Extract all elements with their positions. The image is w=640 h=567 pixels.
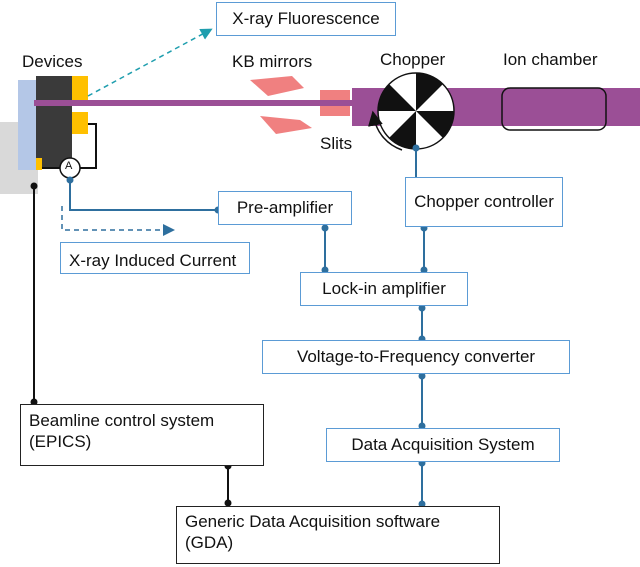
- chopper-label: Chopper: [380, 50, 446, 69]
- xrf-arrow: [87, 28, 213, 97]
- node-dot: [420, 266, 428, 274]
- node-dot: [321, 224, 329, 232]
- xray-fluorescence-box: X-ray Fluorescence: [216, 2, 396, 36]
- voltage-to-frequency-box: Voltage-to-Frequency converter: [262, 340, 570, 374]
- node-dot: [418, 422, 426, 430]
- chopper-rotation-arrow: [368, 110, 403, 151]
- lock-in-amplifier-box: Lock-in amplifier: [300, 272, 468, 306]
- devices-label: Devices: [22, 52, 83, 71]
- device-dark-body: [36, 76, 72, 168]
- data-acquisition-system-box: Data Acquisition System: [326, 428, 560, 462]
- chopper-controller-box: Chopper controller: [405, 177, 563, 227]
- slit-upper: [320, 90, 350, 100]
- ammeter-wire-right: [80, 123, 97, 169]
- slit-lower: [320, 106, 350, 116]
- xray-induced-current-box: X-ray Induced Current: [60, 242, 250, 274]
- node-dot: [412, 144, 420, 152]
- device-yellow-contact: [36, 158, 42, 170]
- gda-box: Generic Data Acquisition software (GDA): [176, 506, 500, 564]
- node-dot: [418, 500, 426, 508]
- kb-mirrors-label: KB mirrors: [232, 52, 313, 71]
- node-dot: [30, 182, 38, 190]
- node-dot: [66, 176, 74, 184]
- node-dot: [321, 266, 329, 274]
- ion-chamber-label: Ion chamber: [503, 50, 598, 69]
- node-dot: [30, 398, 38, 406]
- beamline-control-system-box: Beamline control system (EPICS): [20, 404, 264, 466]
- node-dot: [418, 304, 426, 312]
- kb-mirror-upper: [250, 76, 304, 96]
- ammeter-label: A: [65, 160, 73, 172]
- slits-label: Slits: [320, 134, 353, 153]
- device-yellow-bottom: [72, 112, 88, 134]
- device-blue-plate: [18, 80, 36, 170]
- node-dot: [418, 372, 426, 380]
- node-dot: [224, 499, 232, 507]
- kb-mirror-lower: [260, 116, 312, 134]
- xray-beam-focused: [34, 100, 352, 106]
- device-yellow-top: [72, 76, 88, 104]
- pre-amplifier-box: Pre-amplifier: [218, 191, 352, 225]
- chopper-wheel: [377, 72, 455, 150]
- wire-ammeter-preamp: [69, 178, 218, 211]
- ion-chamber-outline: [501, 87, 607, 131]
